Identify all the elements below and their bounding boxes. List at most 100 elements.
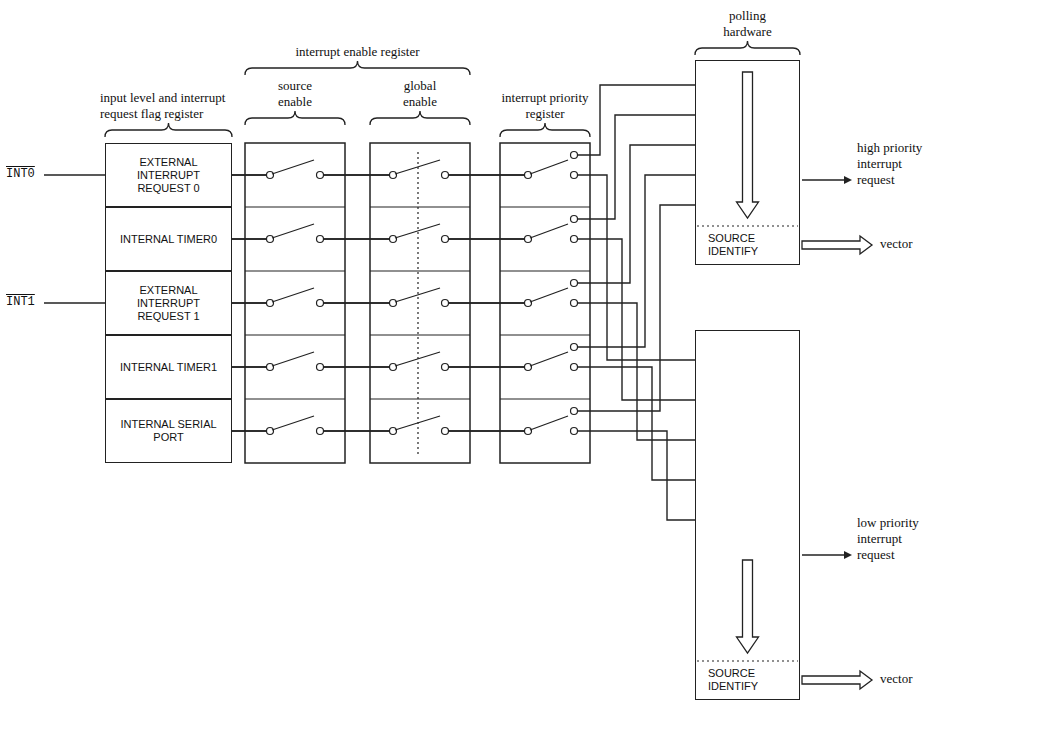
- switch-contact: [317, 236, 324, 243]
- register-row: [370, 334, 470, 335]
- input-wire: [44, 174, 105, 175]
- switch-contact: [390, 172, 397, 179]
- switch-contact: [317, 300, 324, 307]
- switch-blade: [272, 416, 314, 430]
- switch-contact: [267, 236, 274, 243]
- switch-contact: [390, 364, 397, 371]
- bracket: [105, 123, 232, 137]
- connector: [232, 115, 695, 239]
- switch-blade: [530, 160, 568, 174]
- polling-box: SOURCE IDENTIFY: [695, 330, 800, 700]
- switch-contact: [525, 428, 532, 435]
- bracket: [695, 41, 800, 55]
- register-row: [500, 334, 590, 335]
- switch-contact: [442, 236, 449, 243]
- register-label: interrupt priority register: [500, 90, 590, 122]
- switch-contact: [317, 428, 324, 435]
- switch-contact: [571, 236, 578, 243]
- register-row: [245, 206, 345, 207]
- bracket: [245, 61, 470, 75]
- switch-contact: [317, 172, 324, 179]
- switch-contact: [571, 408, 578, 415]
- arrowhead: [844, 551, 852, 559]
- switch-contact: [571, 172, 578, 179]
- output-label: low priority interrupt request: [857, 515, 937, 563]
- node-text: EXTERNAL INTERRUPT REQUEST 1: [112, 284, 225, 323]
- polling-arrow: [737, 560, 759, 653]
- switch-blade: [272, 288, 314, 302]
- node-text: EXTERNAL INTERRUPT REQUEST 0: [112, 156, 225, 195]
- divider: [697, 225, 798, 226]
- switch-contact: [442, 428, 449, 435]
- connector: [232, 303, 695, 440]
- bracket: [245, 111, 345, 125]
- column-label: source enable: [265, 78, 325, 110]
- switch-contact: [317, 364, 324, 371]
- flag-register-cell: EXTERNAL INTERRUPT REQUEST 0: [105, 143, 232, 207]
- node-text: INTERNAL TIMER1: [120, 361, 217, 374]
- register-row: [245, 270, 345, 271]
- divider: [697, 660, 798, 661]
- switch-contact: [571, 152, 578, 159]
- switch-contact: [525, 364, 532, 371]
- register-row: [370, 398, 470, 399]
- signal-name: INT0: [6, 166, 46, 182]
- register-row: [500, 206, 590, 207]
- switch-contact: [267, 300, 274, 307]
- input-wire: [44, 302, 105, 303]
- switch-contact: [571, 428, 578, 435]
- request-line: [802, 554, 846, 555]
- switch-contact: [571, 280, 578, 287]
- flag-register-cell: INTERNAL SERIAL PORT: [105, 399, 232, 463]
- vector-label: vector: [880, 671, 940, 687]
- switch-blade: [530, 288, 568, 302]
- register-label: input level and interrupt request flag r…: [100, 90, 232, 122]
- flag-register-cell: INTERNAL TIMER1: [105, 335, 232, 399]
- register-row: [500, 270, 590, 271]
- switch-contact: [267, 364, 274, 371]
- gang-link: [417, 152, 418, 455]
- connector: [232, 175, 695, 360]
- vector-label: vector: [880, 236, 940, 252]
- switch-contact: [571, 364, 578, 371]
- switch-blade: [395, 224, 440, 238]
- switch-contact: [571, 216, 578, 223]
- request-line: [802, 179, 846, 180]
- vector-arrow: [802, 236, 872, 254]
- switch-blade: [530, 224, 568, 238]
- switch-contact: [442, 300, 449, 307]
- switch-contact: [267, 172, 274, 179]
- node-text: INTERNAL SERIAL PORT: [112, 418, 225, 444]
- flag-register-cell: INTERNAL TIMER0: [105, 207, 232, 271]
- register-row: [245, 398, 345, 399]
- switch-contact: [571, 300, 578, 307]
- switch-blade: [272, 352, 314, 366]
- switch-contact: [390, 428, 397, 435]
- switch-contact: [442, 172, 449, 179]
- switch-contact: [442, 364, 449, 371]
- flag-register-cell: EXTERNAL INTERRUPT REQUEST 1: [105, 271, 232, 335]
- switch-blade: [272, 224, 314, 238]
- bracket: [500, 123, 590, 137]
- connector: [232, 175, 695, 367]
- bracket: [370, 111, 470, 125]
- switch-contact: [525, 236, 532, 243]
- polling-box: SOURCE IDENTIFY: [695, 60, 800, 265]
- switch-contact: [525, 172, 532, 179]
- arrowhead: [844, 176, 852, 184]
- connector: [232, 431, 695, 520]
- register-row: [500, 398, 590, 399]
- connector: [232, 367, 695, 480]
- switch-blade: [395, 288, 440, 302]
- switch-contact: [390, 300, 397, 307]
- switch-contact: [267, 428, 274, 435]
- register-row: [370, 206, 470, 207]
- signal-name: INT1: [6, 294, 46, 310]
- column-label: global enable: [390, 78, 450, 110]
- node-text: SOURCE IDENTIFY: [708, 667, 780, 693]
- output-label: high priority interrupt request: [857, 140, 937, 188]
- switch-contact: [525, 300, 532, 307]
- register-label: interrupt enable register: [245, 44, 470, 60]
- switch-contact: [571, 344, 578, 351]
- switch-contact: [390, 236, 397, 243]
